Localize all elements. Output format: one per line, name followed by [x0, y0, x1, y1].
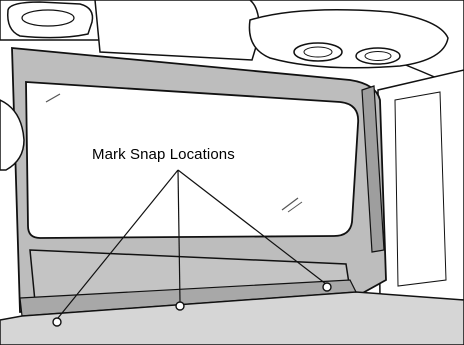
callout-label: Mark Snap Locations [92, 146, 292, 163]
speaker-right [356, 48, 400, 64]
snap-location-left [53, 318, 61, 326]
sound-bar [249, 10, 448, 68]
snap-location-right [323, 283, 331, 291]
headrest-left [8, 2, 93, 38]
snap-location-center [176, 302, 184, 310]
speaker-left [294, 43, 342, 61]
seat-top [95, 0, 259, 60]
side-wall-right [378, 70, 464, 300]
